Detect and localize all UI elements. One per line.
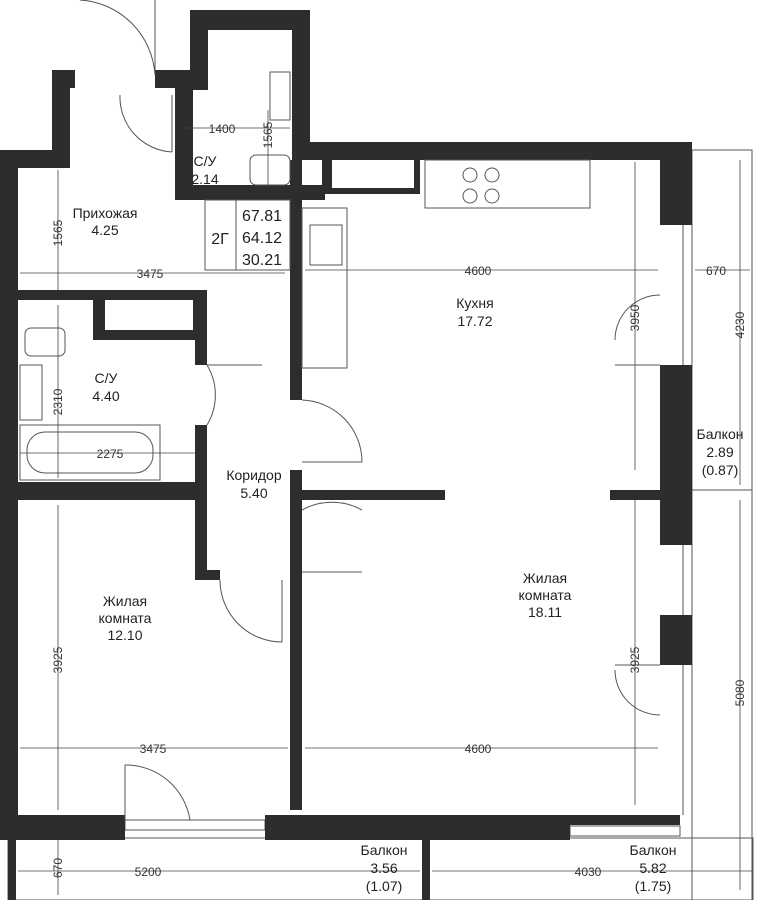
dim-balcony1-w: 670 — [706, 264, 726, 278]
room-bedroom1-name2: комната — [99, 610, 152, 626]
dim-kitchen-h: 3950 — [628, 304, 642, 331]
apartment-summary: 2Г 67.81 64.12 30.21 — [211, 208, 282, 269]
doors — [79, 0, 661, 821]
room-bedroom2-name2: комната — [519, 587, 572, 603]
dim-balcony3-w: 4030 — [575, 865, 602, 879]
apartment-type: 2Г — [211, 231, 229, 248]
dim-room1-w: 3475 — [140, 742, 167, 756]
room-balcony3-name: Балкон — [630, 842, 677, 858]
dim-room2-h: 3925 — [628, 646, 642, 673]
room-wc-area: 2.14 — [191, 171, 218, 187]
balcony-outlines — [7, 149, 754, 900]
dim-hall-w: 3475 — [137, 267, 164, 281]
dim-balcony2-h: 670 — [51, 858, 65, 878]
dim-balcony-right-h: 5080 — [733, 679, 747, 706]
room-kitchen-name: Кухня — [456, 295, 493, 311]
dim-balcony2-w: 5200 — [135, 865, 162, 879]
room-bedroom2-name1: Жилая — [523, 570, 567, 586]
living-area: 30.21 — [242, 252, 282, 269]
dimension-lines — [18, 110, 752, 895]
dim-room2-w: 4600 — [465, 742, 492, 756]
room-balcony2-area: 3.56 — [370, 860, 397, 876]
dim-su-small-h: 1565 — [261, 121, 275, 148]
room-balcony1-area: 2.89 — [706, 444, 733, 460]
room-bedroom1-area: 12.10 — [107, 627, 142, 643]
room-corridor-area: 5.40 — [240, 485, 267, 501]
dim-kitchen-w: 4600 — [465, 264, 492, 278]
room-balcony3-coef: (1.75) — [635, 878, 672, 894]
room-corridor-name: Коридор — [226, 467, 282, 483]
dim-bath-w: 2275 — [97, 447, 124, 461]
dim-hall-h: 1565 — [51, 219, 65, 246]
room-balcony2-coef: (1.07) — [366, 878, 403, 894]
dim-room1-h: 3925 — [51, 646, 65, 673]
room-bath-name: С/У — [95, 370, 118, 386]
room-hall-name: Прихожая — [73, 205, 138, 221]
room-wc-name: С/У — [194, 153, 217, 169]
room-balcony2-name: Балкон — [361, 842, 408, 858]
dim-bath-h: 2310 — [51, 388, 65, 415]
walls — [0, 10, 692, 900]
room-bedroom1-name1: Жилая — [103, 593, 147, 609]
room-kitchen-area: 17.72 — [457, 313, 492, 329]
room-balcony1-name: Балкон — [697, 426, 744, 442]
room-labels: Прихожая 4.25 С/У 2.14 Кухня 17.72 С/У 4… — [73, 153, 744, 894]
fixtures — [19, 71, 591, 481]
dim-su-small-w: 1400 — [209, 122, 236, 136]
dimension-labels: 1400 1565 1565 3475 4600 3950 670 4230 2… — [51, 121, 747, 879]
total-area: 67.81 — [242, 208, 282, 225]
dim-balcony1-h: 4230 — [733, 311, 747, 338]
area-with-coef: 64.12 — [242, 230, 282, 247]
room-balcony1-coef: (0.87) — [702, 462, 739, 478]
room-balcony3-area: 5.82 — [639, 860, 666, 876]
room-hall-area: 4.25 — [91, 222, 118, 238]
room-bedroom2-area: 18.11 — [528, 604, 562, 620]
room-bath-area: 4.40 — [92, 388, 119, 404]
